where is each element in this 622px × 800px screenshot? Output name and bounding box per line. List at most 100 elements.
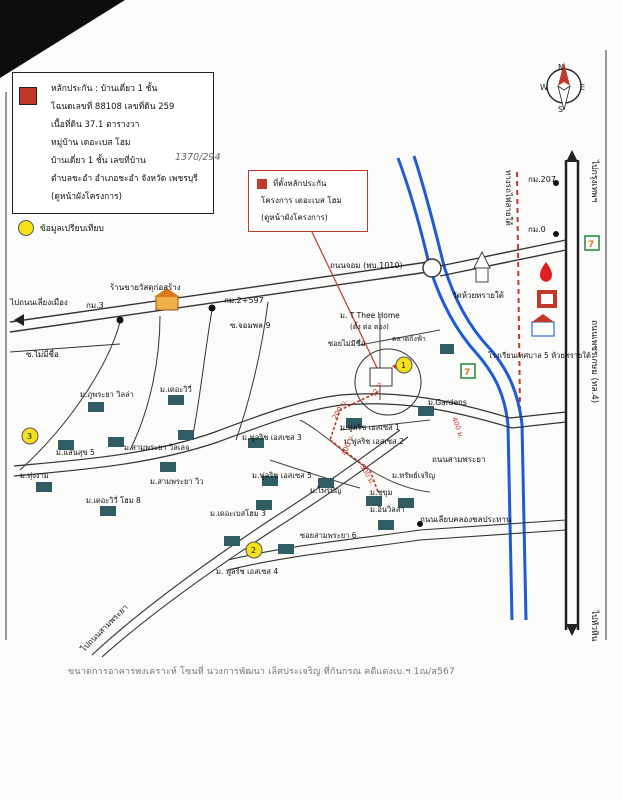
compare-marker-2 xyxy=(245,541,263,559)
seven-eleven-text: 7 xyxy=(464,368,470,378)
soi-left-2 xyxy=(129,315,161,451)
compass-e: E xyxy=(580,83,585,92)
road-klong: ถนนเลียบคลองชลประทาน xyxy=(420,515,512,524)
callout-line1: ที่ตั้งหลักประกัน xyxy=(273,179,327,188)
legend-line3: หมู่บ้าน เดอะเบส โฮม xyxy=(51,138,131,148)
road-to-hua-hin: ไปหัวหิน xyxy=(589,609,600,642)
village-icon xyxy=(418,406,434,416)
village-label: ม.ฟูลริช เอสเซส 5 xyxy=(252,471,312,480)
road-chorm: ถนนจอม (พบ.1010) xyxy=(330,261,403,270)
village-label: ม.สามพระยา วิลเลจ xyxy=(124,443,189,452)
km-0: กม.0 xyxy=(528,225,546,234)
compare-legend-label: ข้อมูลเปรียบเทียบ xyxy=(40,224,104,234)
soi-nameless xyxy=(9,343,121,353)
soi-left-3 xyxy=(191,309,213,441)
diag-road-b xyxy=(101,436,409,658)
callout-leader xyxy=(311,231,379,371)
village-icon xyxy=(378,520,394,530)
village-icon xyxy=(248,438,264,448)
project-building xyxy=(369,367,393,387)
village-label: ม. T Thee Home xyxy=(340,311,400,320)
km3-dot xyxy=(116,316,124,324)
legend-line2: เนื้อที่ดิน 37.1 ตารางวา xyxy=(51,120,140,130)
chorm-east-b xyxy=(439,249,567,277)
canal-inner xyxy=(412,155,528,621)
soi-sam-phraya6: ซอยสามพระยา 6 xyxy=(300,531,357,540)
compare-marker-1 xyxy=(395,356,413,374)
compass-south-arrow xyxy=(557,85,571,111)
village-label: ม.ไพรบัญ xyxy=(310,486,341,495)
distance-label: 300 ม. xyxy=(358,463,376,486)
village-icon xyxy=(346,418,362,428)
village-label: ม.เดอะวิวี่ โฮม 8 xyxy=(86,495,141,505)
village-label: ม.แสนสุข 5 xyxy=(56,448,95,457)
seven-eleven-icon xyxy=(584,235,600,251)
compare-num: 2 xyxy=(251,546,256,555)
school-roof xyxy=(532,314,554,322)
store-icon-inner xyxy=(541,294,553,304)
distance-label: 200 ม. xyxy=(331,398,349,421)
sam-phraya-road-a xyxy=(13,393,567,467)
chorm-east-a xyxy=(439,239,567,267)
collateral-callout: ที่ตั้งหลักประกัน โครงการ เดอะเบส โฮม (ด… xyxy=(248,170,368,232)
village-icon xyxy=(160,462,176,472)
scan-corner xyxy=(0,0,125,78)
compass-s: S xyxy=(558,105,563,114)
soi-nameless-left: ซ.ไม่มีชื่อ xyxy=(26,348,59,359)
temple-label: วัดห้วยทรายใต้ xyxy=(452,291,504,300)
klong-road-b xyxy=(227,529,567,571)
distance-arrow-1 xyxy=(329,391,379,441)
distance-label: 400 ม. xyxy=(450,416,465,440)
km-2597: กม.2+597 xyxy=(224,296,264,305)
village-icon xyxy=(178,430,194,440)
village-label: (ตั้ง ต่อ ตอง) xyxy=(350,320,389,331)
village-label: ม.ภูพระยา วิลล่า xyxy=(80,390,134,399)
legend-line5: ตำบลชะอำ อำเภอชะอำ จังหวัด เพชรบุรี xyxy=(51,174,198,184)
village-icon xyxy=(398,498,414,508)
callout-line2: โครงการ เดอะเบส โฮม xyxy=(261,196,342,205)
km207-dot xyxy=(553,180,559,186)
village-icon xyxy=(168,395,184,405)
compare-marker-3 xyxy=(21,427,39,445)
village-label: ม.ทรัพย์เจริญ xyxy=(392,471,435,480)
village-label: ม.เดอะเบสโฮม 3 xyxy=(210,509,266,518)
compass-north-arrow xyxy=(558,62,570,86)
village-icons xyxy=(36,344,454,554)
village-icon xyxy=(278,544,294,554)
callout-line3: (ดูหน้าผังโครงการ) xyxy=(261,213,328,222)
village-label: ม.ชุขุม xyxy=(370,488,393,497)
village-icon xyxy=(366,496,382,506)
legend-box: หลักประกัน : บ้านเดี่ยว 1 ชั้น โฉนดเลขที… xyxy=(12,72,221,214)
center-road-2 xyxy=(269,459,361,489)
soi-chompol xyxy=(235,301,269,441)
soi-chompol-label: ซ.จอมพล 9 xyxy=(230,321,271,330)
village-label: ม. ฟูลริช เอสเซส 4 xyxy=(216,567,278,576)
arrow-south-icon xyxy=(566,624,578,636)
compass-n: N xyxy=(558,63,564,72)
soi-nameless-center xyxy=(359,329,441,346)
road-to-yai-mueang: ไปถนนเลี่ยงเมือง xyxy=(9,296,68,307)
village-label: ม.อินวิลล่า xyxy=(370,505,405,514)
shop-roof xyxy=(154,288,180,297)
km0-dot xyxy=(553,231,559,237)
school-icon xyxy=(531,321,555,337)
km-3: กม.3 xyxy=(86,301,104,310)
house-number-handwritten: 1370/294 xyxy=(175,152,221,163)
center-road-3 xyxy=(339,419,431,431)
railway-label: ทางรถไฟสายใต้ xyxy=(504,170,513,226)
legend-line4: บ้านเดี่ยว 1 ชั้น เลขที่บ้าน xyxy=(51,156,146,166)
roundabout xyxy=(422,258,442,278)
village-icon xyxy=(224,536,240,546)
gas-station-icon xyxy=(540,262,552,282)
village-icon xyxy=(440,344,454,354)
temple-icon xyxy=(473,250,491,283)
soi-nameless-center-label: ซอยไม่มีชื่อ xyxy=(328,338,365,348)
village-label: ม.Gardens xyxy=(428,398,467,407)
village-label: ม.ฟูลริช เอสเซส 1 xyxy=(340,423,400,432)
compare-num: 1 xyxy=(401,361,406,370)
village-icon xyxy=(108,437,124,447)
village-label: ม.ฟูลริช เอสเซส 3 xyxy=(242,433,302,442)
arrow-west-icon xyxy=(14,314,24,326)
compare-num: 3 xyxy=(27,432,32,441)
